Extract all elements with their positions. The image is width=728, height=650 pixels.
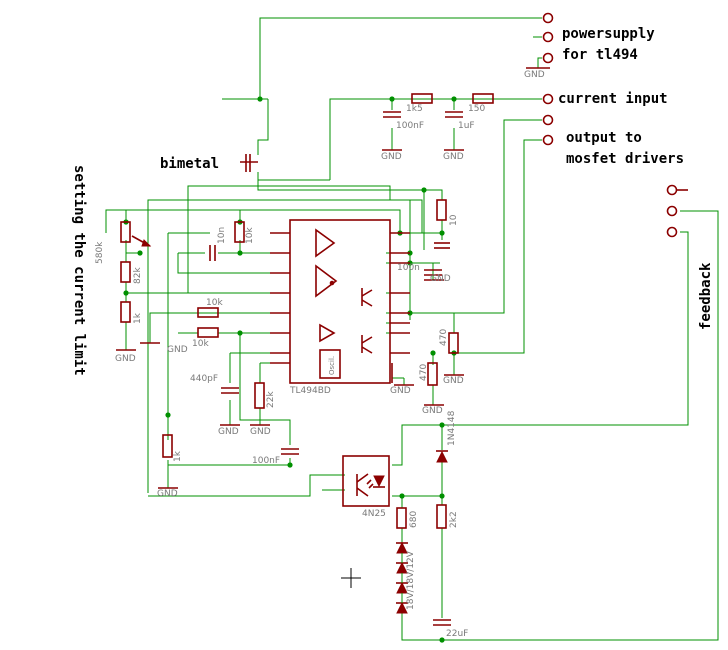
oscillator-label: Oscil. bbox=[328, 356, 336, 375]
c-100n-mid-label: 100n bbox=[397, 263, 420, 273]
text-labels: powersupply for tl494 current input outp… bbox=[71, 26, 714, 639]
r-10-top-label: 10 bbox=[449, 214, 459, 226]
gnd-label-10k: GND bbox=[167, 345, 188, 355]
r-1k-bottom-label: 1k bbox=[173, 450, 183, 462]
junction-dots bbox=[123, 96, 457, 643]
gnd-label-pot: GND bbox=[115, 354, 136, 364]
gnd-label-440pf: GND bbox=[218, 427, 239, 437]
r-1k-left-label: 1k bbox=[133, 312, 143, 324]
c-22uf-label: 22uF bbox=[446, 629, 468, 639]
gnd-label-c3: GND bbox=[430, 274, 451, 284]
zener-stack-label: 18V/18V/12V bbox=[406, 550, 416, 610]
r-470-a-label: 470 bbox=[439, 329, 449, 346]
r-150-label: 150 bbox=[468, 104, 485, 114]
ic-name-label: TL494BD bbox=[289, 386, 331, 396]
gnd-label-ic: GND bbox=[390, 386, 411, 396]
gnd-label-22k: GND bbox=[250, 427, 271, 437]
gnd-label-supply: GND bbox=[524, 70, 545, 80]
c-100nf-top-label: 100nF bbox=[396, 121, 424, 131]
diode-1n4148-label: 1N4148 bbox=[447, 410, 457, 446]
r-10k-b-label: 10k bbox=[192, 339, 209, 349]
current-input-label: current input bbox=[558, 91, 668, 107]
terminals bbox=[542, 12, 688, 238]
gnd-label-470b: GND bbox=[422, 406, 443, 416]
gnd-label-1k: GND bbox=[157, 489, 178, 499]
c-100nf-bot-label: 100nF bbox=[252, 456, 280, 466]
current-limit-label: setting the current limit bbox=[71, 165, 87, 376]
components bbox=[120, 93, 494, 626]
bimetal-label: bimetal bbox=[160, 156, 219, 172]
output-to-label: output to bbox=[566, 130, 642, 146]
c-10n-label: 10n bbox=[217, 227, 227, 244]
mosfet-drivers-label: mosfet drivers bbox=[566, 151, 684, 167]
ground-symbols bbox=[116, 67, 550, 489]
r-680-label: 680 bbox=[409, 511, 419, 528]
feedback-label: feedback bbox=[698, 262, 714, 330]
powersupply-label: powersupply bbox=[562, 26, 655, 42]
opto-4n25-label: 4N25 bbox=[362, 509, 386, 519]
pot-580k-label: 580k bbox=[95, 241, 105, 264]
r-22k-label: 22k bbox=[266, 391, 276, 408]
r-2k2-label: 2k2 bbox=[449, 511, 459, 528]
r-82k-label: 82k bbox=[133, 267, 143, 284]
gnd-label-470a: GND bbox=[443, 376, 464, 386]
r-1k5-label: 1k5 bbox=[406, 104, 423, 114]
gnd-label-c1: GND bbox=[381, 152, 402, 162]
c-440pf-label: 440pF bbox=[190, 374, 218, 384]
tl494-ic bbox=[270, 219, 410, 384]
c-1uf-label: 1uF bbox=[458, 121, 475, 131]
for-tl494-label: for tl494 bbox=[562, 47, 638, 63]
r-10k-v1-label: 10k bbox=[245, 227, 255, 244]
r-10k-a-label: 10k bbox=[206, 298, 223, 308]
r-470-b-label: 470 bbox=[419, 364, 429, 381]
gnd-label-c2: GND bbox=[443, 152, 464, 162]
